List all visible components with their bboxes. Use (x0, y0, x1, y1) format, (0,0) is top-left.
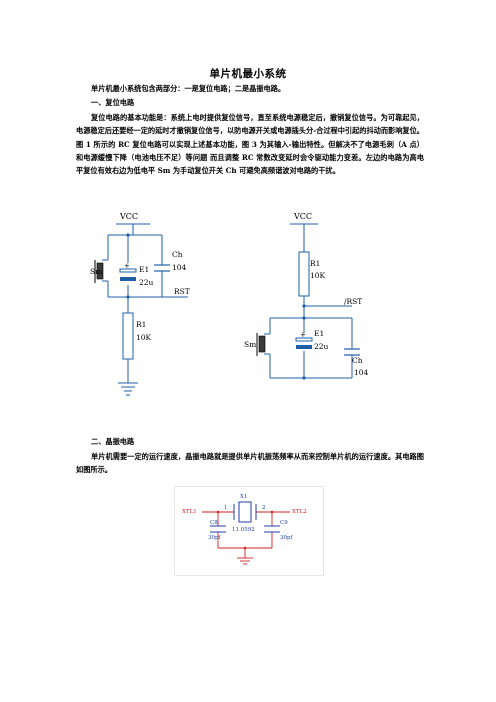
right-rst-label: /RST (344, 297, 362, 306)
left-vcc-label: VCC (119, 212, 138, 221)
reset-circuit-low: VCC R1 10K /RST Sm + E1 22u Ch 104 (244, 212, 369, 380)
crystal-label: X1 (240, 494, 247, 500)
section2-paragraph: 单片机需要一定的运行速度，晶振电路就是提供单片机振荡频率从而来控制单片机的运行速… (76, 452, 424, 475)
right-res-label: R1 (310, 259, 320, 268)
crystal-pin2: 2 (262, 505, 266, 511)
section2-heading: 二、晶振电路 (91, 437, 135, 446)
xtl2-label: XTL2 (292, 509, 307, 515)
right-cap-plus: + (300, 331, 306, 339)
left-res-value: 10K (136, 333, 152, 342)
left-res-label: R1 (136, 320, 146, 329)
left-cap-plus: + (124, 262, 130, 270)
left-cap-e-value: 22u (139, 278, 154, 287)
section1-heading: 一、复位电路 (91, 98, 135, 107)
right-res-value: 10K (310, 271, 326, 280)
c9-value: 30pf (280, 535, 294, 541)
c9-label: C9 (280, 520, 288, 526)
left-rst-label: RST (174, 287, 190, 296)
right-vcc-label: VCC (293, 212, 312, 221)
left-cap-e-label: E1 (139, 265, 149, 274)
left-sw-label: Sm (90, 267, 102, 276)
left-cap-c-value: 104 (172, 263, 187, 272)
crystal-pin1: 1 (224, 505, 228, 511)
reset-circuit-high: VCC Sm + E1 22u Ch 104 RST R1 10K (90, 212, 190, 396)
crystal-circuit: XTL1 XTL2 X1 1 2 11.0592 C8 30pf C9 30pf (174, 486, 324, 576)
left-cap-c-label: Ch (172, 250, 183, 259)
right-cap-c-value: 104 (354, 368, 369, 377)
crystal-freq: 11.0592 (232, 527, 255, 533)
xtl1-label: XTL1 (182, 509, 197, 515)
right-cap-e-value: 22u (314, 342, 329, 351)
c8-value: 30pf (208, 535, 222, 541)
intro-paragraph: 单片机最小系统包含两部分：一是复位电路；二是晶振电路。 (91, 84, 286, 93)
section1-paragraph: 复位电路的基本功能是：系统上电时提供复位信号，直至系统电源稳定后，撤销复位信号。… (76, 113, 424, 176)
right-cap-e-label: E1 (314, 329, 324, 338)
right-sw-label: Sm (244, 340, 256, 349)
right-cap-c-label: Ch (352, 356, 363, 365)
page-title: 单片机最小系统 (209, 68, 287, 80)
c8-label: C8 (210, 520, 218, 526)
